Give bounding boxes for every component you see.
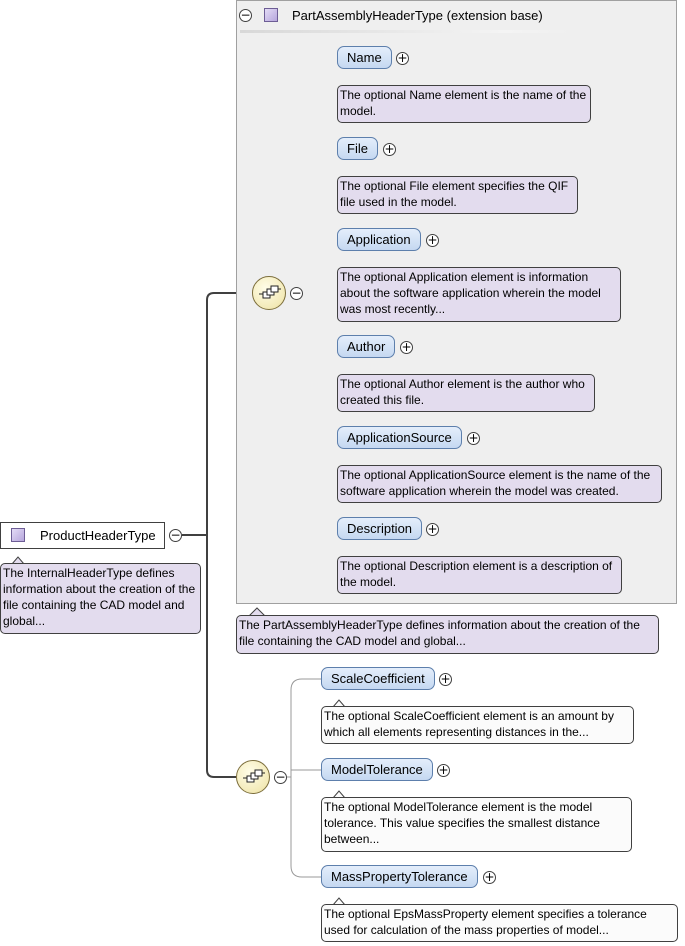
- plus-circle-icon[interactable]: +: [483, 870, 496, 884]
- plus-circle-icon[interactable]: +: [426, 522, 439, 536]
- sequence-compositor-icon[interactable]: [252, 276, 286, 310]
- element-author[interactable]: Author: [337, 335, 396, 358]
- annotation-part-assembly-header-type: The PartAssemblyHeaderType defines infor…: [236, 615, 659, 654]
- annotation-scale-coefficient: The optional ScaleCoefficient element is…: [321, 706, 634, 744]
- plus-circle-icon[interactable]: +: [396, 51, 409, 65]
- element-model-tolerance[interactable]: ModelTolerance: [321, 758, 433, 781]
- collapse-icon[interactable]: −: [274, 770, 287, 784]
- plus-circle-icon[interactable]: +: [383, 142, 396, 156]
- plus-circle-icon[interactable]: +: [467, 431, 480, 445]
- element-application-source[interactable]: ApplicationSource: [337, 426, 462, 449]
- plus-circle-icon[interactable]: +: [439, 672, 452, 686]
- element-mass-property-tolerance[interactable]: MassPropertyTolerance: [321, 865, 478, 888]
- sequence-compositor-icon[interactable]: [236, 760, 270, 794]
- complex-type-icon: [264, 8, 278, 22]
- collapse-icon[interactable]: −: [290, 286, 303, 300]
- product-header-type-box[interactable]: [0, 522, 165, 549]
- element-scale-coefficient[interactable]: ScaleCoefficient: [321, 667, 435, 690]
- element-application[interactable]: Application: [337, 228, 421, 251]
- annotation-description: The optional Description element is a de…: [337, 556, 622, 594]
- annotation-mass-property-tolerance: The optional EpsMassProperty element spe…: [321, 904, 678, 942]
- annotation-application-source: The optional ApplicationSource element i…: [337, 465, 662, 503]
- plus-circle-icon[interactable]: +: [437, 763, 450, 777]
- collapse-icon[interactable]: −: [239, 8, 252, 22]
- extension-base-title: PartAssemblyHeaderType (extension base): [292, 8, 543, 23]
- element-description[interactable]: Description: [337, 517, 423, 540]
- product-header-type-label: ProductHeaderType: [40, 528, 156, 543]
- element-file[interactable]: File: [337, 137, 378, 160]
- annotation-product-header-type: The InternalHeaderType defines informati…: [0, 563, 201, 634]
- element-name[interactable]: Name: [337, 46, 392, 69]
- complex-type-icon: [11, 528, 25, 542]
- title-divider: [240, 30, 570, 33]
- annotation-author: The optional Author element is the autho…: [337, 374, 595, 412]
- annotation-model-tolerance: The optional ModelTolerance element is t…: [321, 797, 632, 852]
- collapse-icon[interactable]: −: [169, 528, 182, 542]
- annotation-application: The optional Application element is info…: [337, 267, 621, 322]
- annotation-file: The optional File element specifies the …: [337, 176, 578, 214]
- annotation-name: The optional Name element is the name of…: [337, 85, 591, 123]
- plus-circle-icon[interactable]: +: [426, 233, 439, 247]
- plus-circle-icon[interactable]: +: [400, 340, 413, 354]
